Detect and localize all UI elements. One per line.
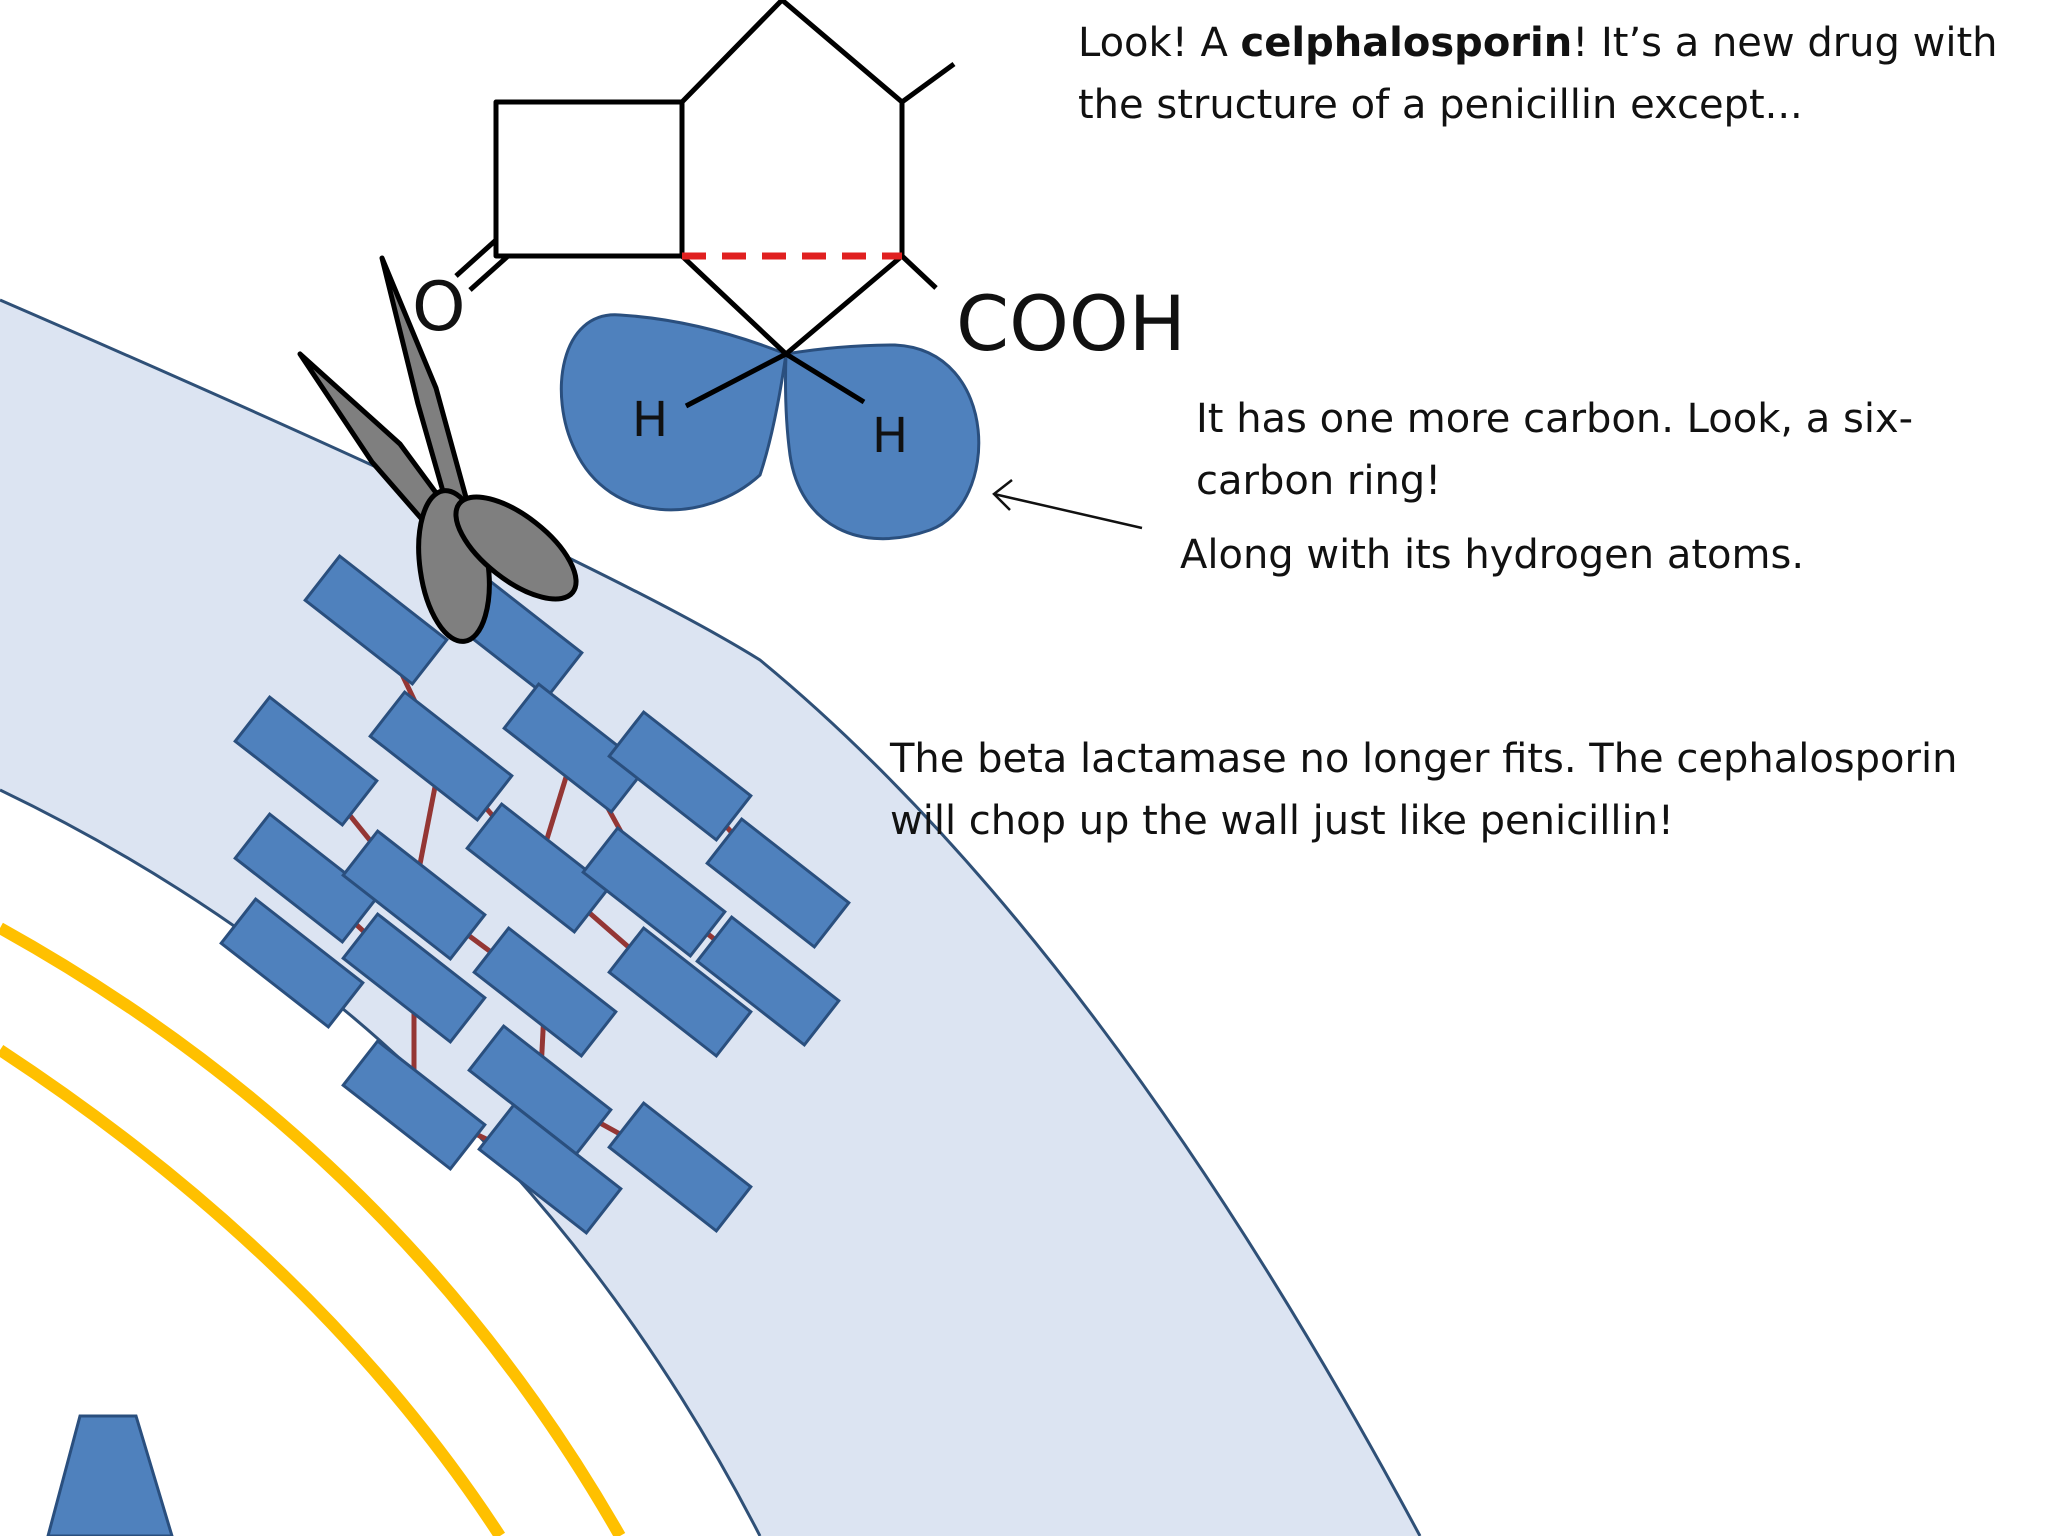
annotation-arrow (992, 479, 1143, 530)
ring-callout-line2: carbon ring! (1196, 458, 1442, 504)
hydrogen-lobe-left (559, 313, 788, 512)
carbonyl-bond-a (454, 238, 498, 278)
peptidoglycan-block (695, 914, 841, 1048)
peptidoglycan-block (233, 694, 379, 828)
peptidoglycan-block (607, 1100, 753, 1234)
peptidoglycan-block (581, 825, 727, 959)
peptidoglycan-block (341, 1038, 487, 1172)
hydrogen-lobe-right (784, 343, 981, 541)
hydrogen-atom-right-label: H (872, 408, 908, 464)
conclusion-callout: The beta lactamase no longer fits. The c… (890, 728, 1957, 852)
six-membered-ring (680, 0, 905, 357)
peptidoglycan-block (472, 925, 618, 1059)
oxygen-atom-label: O (412, 268, 466, 347)
peptidoglycan-block (341, 828, 487, 962)
hydrogen-callout: Along with its hydrogen atoms. (1180, 532, 1805, 578)
membrane-inner-line (0, 1044, 506, 1536)
carboxyl-group-label: COOH (956, 279, 1186, 368)
peptidoglycan-block (705, 816, 851, 950)
peptidoglycan-block (607, 925, 753, 1059)
methyl-substituent-bond (900, 61, 956, 105)
intro-callout-line2: the structure of a penicillin except... (1078, 82, 1803, 128)
peptidoglycan-block (465, 801, 611, 935)
peptidoglycan-block (233, 811, 379, 945)
ring-callout-line1: It has one more carbon. Look, a six- (1196, 396, 1914, 442)
intro-callout-line1: Look! A celphalosporin! It’s a new drug … (1078, 20, 1998, 66)
peptidoglycan-block (607, 709, 753, 843)
cephalosporin-molecule: O COOH H H (412, 0, 1186, 541)
carboxyl-bond (900, 254, 938, 290)
peptidoglycan-block (341, 911, 487, 1045)
ring-callout: It has one more carbon. Look, a six- car… (1196, 388, 1913, 512)
molecule-bonds (454, 0, 956, 409)
peptidoglycan-block (219, 896, 365, 1030)
conclusion-callout-line2: will chop up the wall just like penicill… (890, 798, 1674, 844)
membrane-protein (46, 1414, 174, 1536)
carbonyl-bond-b (468, 254, 510, 292)
drug-name: celphalosporin (1240, 20, 1573, 66)
peptidoglycan-block (368, 689, 514, 823)
membrane-outer-line (0, 922, 626, 1536)
hydrogen-atom-left-label: H (632, 392, 668, 448)
hydrogen-bond-left (684, 351, 788, 409)
peptidoglycan-block (303, 553, 449, 687)
hydrogen-bond-right (784, 351, 866, 405)
beta-lactam-ring (493, 99, 682, 259)
intro-callout: Look! A celphalosporin! It’s a new drug … (1078, 12, 1998, 136)
peptidoglycan-block (477, 1102, 623, 1236)
peptidoglycan-block (502, 681, 648, 815)
cell-wall-outer-edge (0, 298, 1422, 1536)
conclusion-callout-line1: The beta lactamase no longer fits. The c… (890, 736, 1958, 782)
scissors-icon (297, 255, 579, 644)
scissors-handle-right (453, 494, 579, 602)
